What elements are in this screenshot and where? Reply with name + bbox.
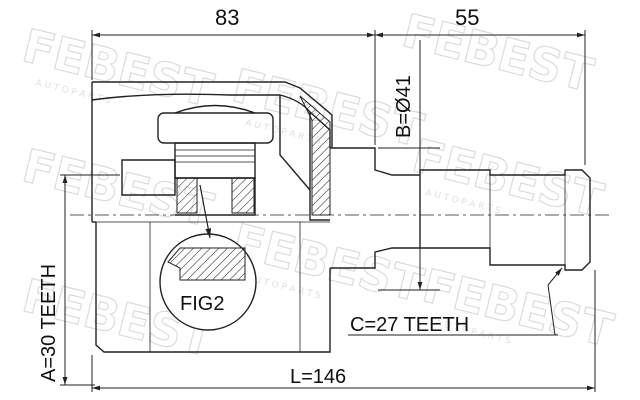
watermark-brand: FEBEST [417, 258, 619, 357]
dim-top-right: 55 [455, 5, 479, 30]
dimension-labels: 83 55 B=Ø41 A=30 TEETH C=27 TEETH L=146 [38, 5, 479, 388]
fig2-detail: FIG2 [159, 184, 257, 331]
spline-zone [174, 142, 256, 179]
fig2-label: FIG2 [180, 293, 224, 315]
dim-outer-teeth: A=30 TEETH [38, 264, 60, 382]
dim-top-left: 83 [215, 5, 239, 30]
neck [330, 147, 420, 176]
dimension-lines [60, 30, 596, 392]
cv-joint-outline [91, 81, 591, 353]
watermark-brand: FEBEST [397, 3, 599, 102]
watermark-brand: FEBEST [407, 128, 609, 227]
watermark-brand: FEBEST [17, 18, 219, 117]
dim-diameter: B=Ø41 [393, 75, 415, 138]
dim-length: L=146 [290, 366, 346, 388]
inner-socket [121, 159, 176, 196]
housing-outer-boss [92, 81, 333, 148]
watermark-brand: FEBEST [227, 213, 429, 312]
housing-body [95, 222, 331, 353]
dim-inner-teeth: C=27 TEETH [350, 314, 469, 336]
